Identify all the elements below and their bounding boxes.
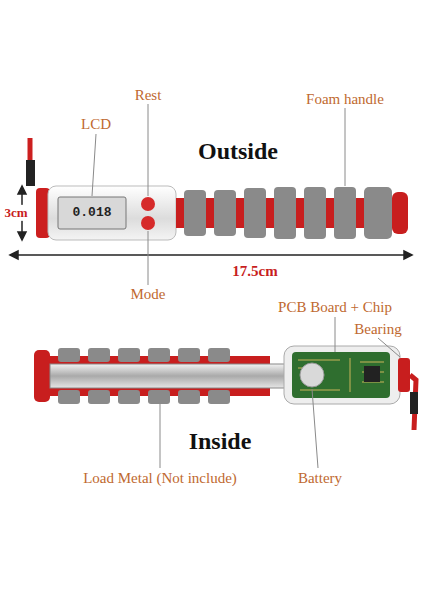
inside-handle (34, 346, 418, 430)
foam-ring (334, 187, 356, 239)
foam-ring (88, 390, 110, 404)
foam-ring (208, 348, 230, 362)
battery (300, 363, 324, 387)
foam-ring (304, 187, 326, 239)
rest-button (141, 197, 155, 211)
leader-line (92, 134, 96, 196)
foam-ring (364, 187, 392, 239)
dimension-label: 17.5cm (232, 263, 277, 280)
part-label: Battery (298, 470, 342, 487)
leader-line (160, 390, 161, 468)
dimension-line (16, 254, 406, 256)
foam-ring (88, 348, 110, 362)
end-cap (34, 350, 50, 402)
rope-clip (410, 392, 418, 414)
part-label: Mode (131, 286, 166, 303)
body (48, 186, 176, 240)
leader-lines (92, 104, 400, 468)
arrowhead (18, 186, 26, 194)
chip (364, 366, 380, 382)
foam-ring (274, 187, 296, 239)
dimension-label: 3cm (3, 205, 28, 221)
foam-ring (184, 190, 206, 236)
pcb-traces (298, 358, 384, 392)
outside-handle (26, 138, 408, 240)
foam-ring (118, 390, 140, 404)
leader-line (345, 108, 346, 186)
housing (284, 346, 400, 404)
foam-ring (178, 348, 200, 362)
section-heading: Outside (198, 138, 278, 164)
foam-ring (214, 190, 236, 236)
arrowhead (404, 251, 412, 259)
foam-ring (208, 390, 230, 404)
part-label: Rest (135, 87, 162, 104)
arrowhead (10, 251, 18, 259)
leader-line (312, 389, 318, 468)
foam-ring (244, 188, 266, 238)
section-heading: Inside (189, 428, 252, 454)
part-label: LCD (81, 116, 111, 133)
foam-ring (58, 348, 80, 362)
end-cap (392, 192, 408, 234)
foam-ring (178, 390, 200, 404)
leader-line (148, 231, 149, 285)
lcd-reading: 0.018 (72, 206, 111, 220)
arrowhead (18, 232, 26, 240)
dimension-lines (10, 186, 412, 259)
part-label: Bearing (354, 321, 401, 338)
foam-ring (58, 390, 80, 404)
part-label: Load Metal (Not include) (83, 470, 237, 487)
foam-ring (148, 348, 170, 362)
leader-line (148, 104, 149, 196)
foam-ring (148, 390, 170, 404)
mode-button (141, 216, 155, 230)
part-label: Foam handle (306, 91, 384, 108)
lcd-screen (58, 197, 126, 229)
bearing (398, 358, 410, 392)
load-metal (50, 364, 288, 388)
part-label: PCB Board + Chip (278, 299, 392, 316)
foam-ring (118, 348, 140, 362)
rope-clip (26, 160, 35, 186)
leader-line (378, 338, 400, 357)
pcb-board (292, 352, 390, 398)
leader-line (335, 317, 336, 352)
